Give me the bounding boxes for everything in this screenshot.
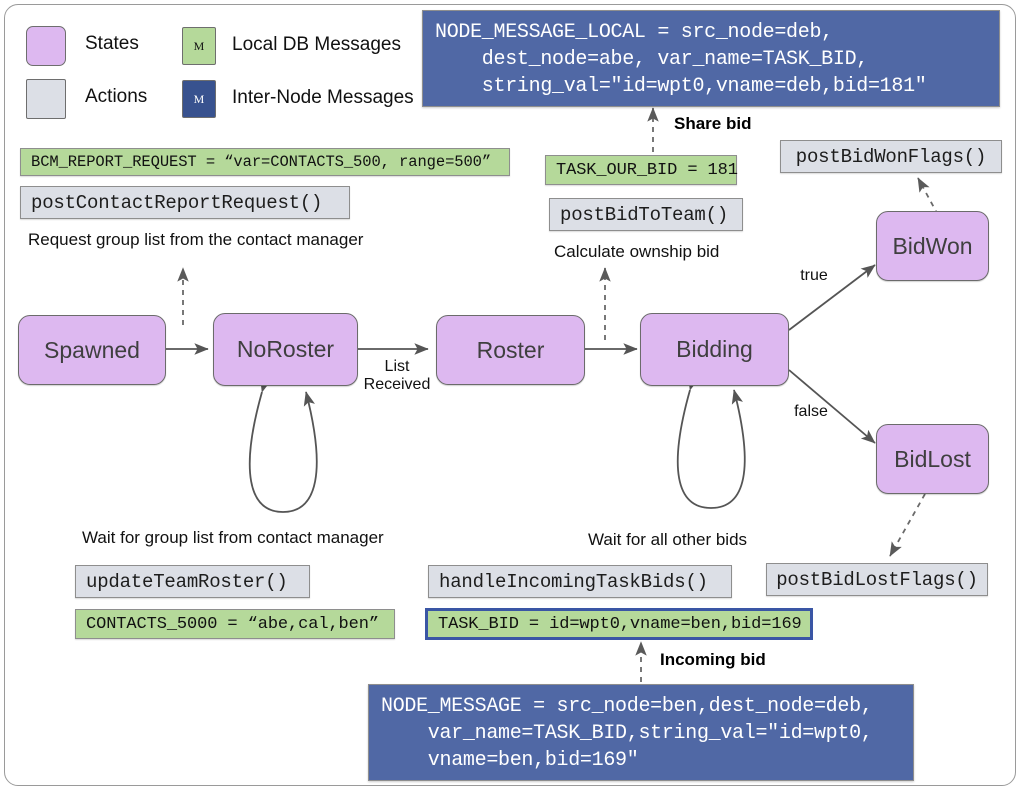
legend-action-label: Actions [85,86,148,107]
action-post-bid-to-team[interactable]: postBidToTeam() [549,198,743,231]
selfloop-noroster [248,377,318,513]
caption-wait-for-group-list-text: Wait for group list from contact manager [82,528,384,547]
db-message-contacts-5000: CONTACTS_5000 = “abe,cal,ben” [75,609,395,639]
label-incoming-bid: Incoming bid [660,650,766,670]
node-message-box: NODE_MESSAGE = src_node=ben,dest_node=de… [368,684,914,781]
caption-wait-for-group-list: Wait for group list from contact manager [82,528,384,548]
label-share-bid-text: Share bid [674,114,752,133]
legend-local-db-label: Local DB Messages [232,34,401,55]
edge-label-true-text: true [800,267,828,284]
caption-wait-for-all-other-bids: Wait for all other bids [588,530,747,550]
action-handle-incoming-task-bids[interactable]: handleIncomingTaskBids() [428,565,732,598]
action-post-bid-won-flags-label: postBidWonFlags() [795,145,987,168]
action-post-bid-lost-flags-label: postBidLostFlags() [776,568,978,591]
edge-label-false-text: false [794,403,828,420]
state-spawned-label: Spawned [44,336,140,363]
legend-state-label: States [85,33,139,54]
db-message-task-bid-label: TASK_BID = id=wpt0,vname=ben,bid=169 [438,614,802,634]
caption-request-group-list: Request group list from the contact mana… [28,230,363,250]
action-post-contact-report-request[interactable]: postContactReportRequest() [20,186,350,219]
caption-calculate-ownship-bid: Calculate ownship bid [554,242,719,262]
db-message-task-bid: TASK_BID = id=wpt0,vname=ben,bid=169 [425,608,813,640]
db-message-bcm-report-request: BCM_REPORT_REQUEST = “var=CONTACTS_500, … [20,148,510,176]
db-message-bcm-report-request-label: BCM_REPORT_REQUEST = “var=CONTACTS_500, … [31,153,492,171]
state-roster[interactable]: Roster [436,315,585,385]
edge-bidding-bidwon [788,264,876,331]
dashed-bidwon-to-action [917,177,939,216]
edge-bidding-bidlost [788,369,876,444]
node-message-local-text: NODE_MESSAGE_LOCAL = src_node=deb, dest_… [435,21,927,98]
state-bidlost-label: BidLost [894,445,971,472]
state-bidding[interactable]: Bidding [640,313,789,386]
edge-label-true: true [790,267,838,285]
state-roster-label: Roster [476,336,545,363]
legend-inter-node-glyph: M [193,91,205,106]
action-handle-incoming-task-bids-label: handleIncomingTaskBids() [439,570,708,593]
caption-request-group-list-text: Request group list from the contact mana… [28,230,364,249]
legend-inter-node-swatch: M [182,80,216,118]
legend-local-db-swatch: M [182,27,216,65]
edge-label-false: false [787,403,835,421]
state-noroster[interactable]: NoRoster [213,313,358,386]
state-spawned[interactable]: Spawned [18,315,166,385]
state-bidlost[interactable]: BidLost [876,424,989,494]
edge-label-list-received: List Received [362,358,432,394]
dashed-bidlost-to-action [889,493,926,557]
action-post-bid-to-team-label: postBidToTeam() [560,203,729,226]
state-bidwon[interactable]: BidWon [876,211,989,281]
node-message-local-box: NODE_MESSAGE_LOCAL = src_node=deb, dest_… [422,10,1000,107]
action-post-bid-lost-flags[interactable]: postBidLostFlags() [766,563,988,596]
state-bidwon-label: BidWon [892,232,973,259]
label-share-bid: Share bid [674,114,751,134]
state-bidding-label: Bidding [676,336,753,362]
node-message-text: NODE_MESSAGE = src_node=ben,dest_node=de… [381,695,873,772]
legend-inter-node-label: Inter-Node Messages [232,87,414,108]
legend-action-swatch [26,79,66,119]
action-update-team-roster[interactable]: updateTeamRoster() [75,565,310,598]
db-message-task-our-bid: TASK_OUR_BID = 181 [545,155,738,185]
label-incoming-bid-text: Incoming bid [660,650,766,669]
action-update-team-roster-label: updateTeamRoster() [86,570,288,593]
legend-state-swatch [26,26,66,66]
action-post-bid-won-flags[interactable]: postBidWonFlags() [780,140,1002,173]
edge-label-list-received-text: List Received [363,358,431,393]
db-message-contacts-5000-label: CONTACTS_5000 = “abe,cal,ben” [86,614,379,634]
legend-local-db-glyph: M [193,38,205,53]
caption-wait-for-all-other-bids-text: Wait for all other bids [588,530,748,549]
caption-calculate-ownship-bid-text: Calculate ownship bid [554,242,720,261]
db-message-task-our-bid-label: TASK_OUR_BID = 181 [556,160,738,180]
action-post-contact-report-request-label: postContactReportRequest() [31,191,323,214]
state-noroster-label: NoRoster [236,336,335,362]
selfloop-bidding [676,375,746,509]
